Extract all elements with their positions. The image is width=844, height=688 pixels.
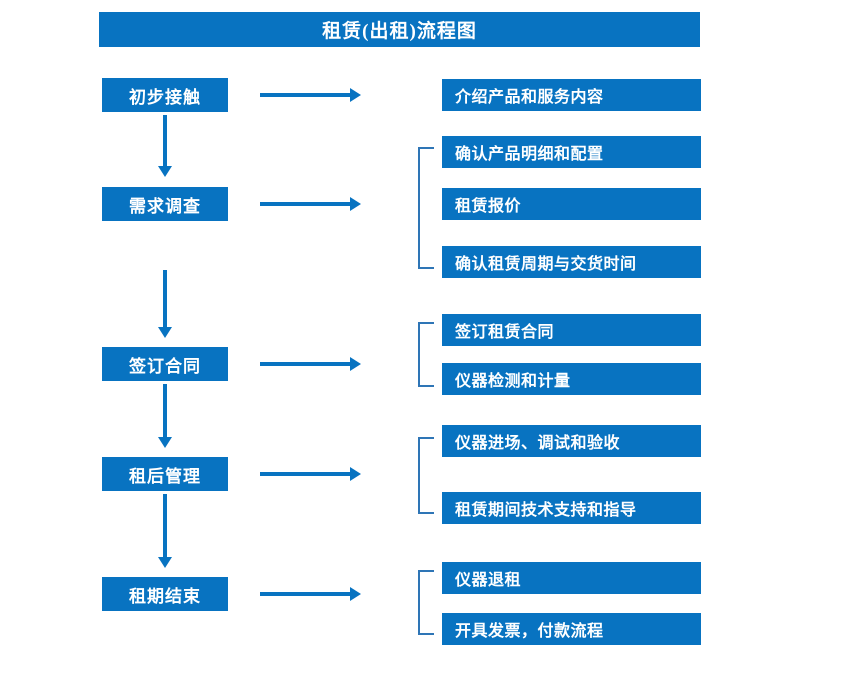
group-bracket-needs-survey — [418, 147, 434, 269]
down-arrow-icon-2 — [158, 270, 172, 338]
detail-box-sign-rental-contract[interactable]: 签订租赁合同 — [442, 314, 701, 346]
down-arrow-icon-4 — [158, 494, 172, 568]
right-arrow-icon-1 — [260, 88, 361, 102]
right-arrow-icon-4 — [260, 467, 361, 481]
detail-label: 租赁报价 — [455, 198, 522, 215]
detail-box-instrument-return[interactable]: 仪器退租 — [442, 562, 701, 594]
group-bracket-sign-contract — [418, 322, 434, 387]
detail-label: 仪器进场、调试和验收 — [455, 435, 621, 452]
detail-label: 确认产品明细和配置 — [455, 146, 604, 163]
detail-box-confirm-product-config[interactable]: 确认产品明细和配置 — [442, 136, 701, 168]
detail-box-technical-support[interactable]: 租赁期间技术支持和指导 — [442, 492, 701, 524]
stage-box-initial-contact[interactable]: 初步接触 — [102, 78, 228, 112]
page-title: 租赁(出租)流程图 — [99, 12, 700, 47]
right-arrow-icon-3 — [260, 357, 361, 371]
detail-box-rental-quotation[interactable]: 租赁报价 — [442, 188, 701, 220]
detail-label: 确认租赁周期与交货时间 — [455, 256, 637, 273]
group-bracket-rental-end — [418, 570, 434, 635]
detail-box-introduce-products[interactable]: 介绍产品和服务内容 — [442, 79, 701, 111]
detail-label: 租赁期间技术支持和指导 — [455, 502, 637, 519]
down-arrow-icon-3 — [158, 384, 172, 448]
detail-label: 介绍产品和服务内容 — [455, 89, 604, 106]
detail-box-confirm-period-delivery[interactable]: 确认租赁周期与交货时间 — [442, 246, 701, 278]
right-arrow-icon-5 — [260, 587, 361, 601]
stage-label: 租期结束 — [129, 586, 201, 606]
detail-label: 仪器检测和计量 — [455, 373, 571, 390]
stage-label: 需求调查 — [129, 196, 201, 216]
detail-box-instrument-onsite-commissioning[interactable]: 仪器进场、调试和验收 — [442, 425, 701, 457]
down-arrow-icon-1 — [158, 115, 172, 177]
detail-label: 签订租赁合同 — [455, 324, 555, 341]
stage-label: 初步接触 — [129, 87, 201, 107]
stage-box-rental-end[interactable]: 租期结束 — [102, 577, 228, 611]
detail-label: 仪器退租 — [455, 572, 522, 589]
stage-box-needs-survey[interactable]: 需求调查 — [102, 187, 228, 221]
detail-label: 开具发票，付款流程 — [455, 623, 604, 640]
stage-label: 租后管理 — [129, 466, 201, 486]
group-bracket-post-rental — [418, 437, 434, 514]
right-arrow-icon-2 — [260, 197, 361, 211]
detail-box-instrument-inspection[interactable]: 仪器检测和计量 — [442, 363, 701, 395]
stage-label: 签订合同 — [129, 356, 201, 376]
stage-box-post-rental-management[interactable]: 租后管理 — [102, 457, 228, 491]
stage-box-sign-contract[interactable]: 签订合同 — [102, 347, 228, 381]
detail-box-invoice-payment[interactable]: 开具发票，付款流程 — [442, 613, 701, 645]
